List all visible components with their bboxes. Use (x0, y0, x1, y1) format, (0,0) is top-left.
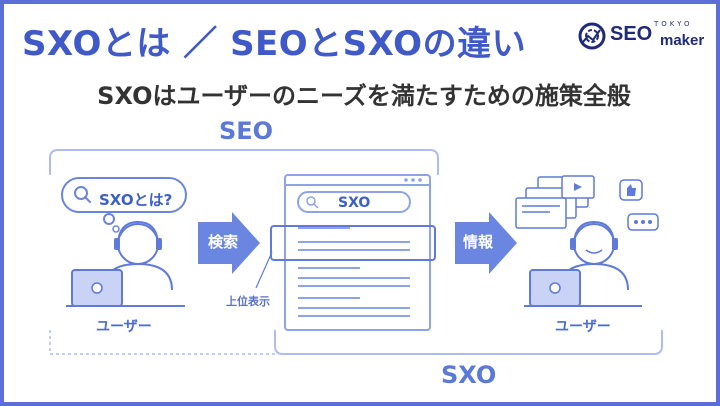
user-left-figure (66, 220, 185, 307)
sxo-label: SXO (441, 361, 497, 389)
dotted-connector (49, 330, 275, 355)
logo-main-text: SEO (610, 23, 653, 45)
arrow-search-label: 検索 (208, 233, 239, 251)
logo-tagline: TOKYO (654, 20, 693, 28)
seo-bracket (49, 149, 439, 175)
page-title: SXOとは ／ SEOとSXOの違い (22, 24, 527, 64)
arrow-search (198, 212, 260, 274)
search-box-text: SXO (338, 195, 371, 211)
arrow-info-label: 情報 (463, 233, 494, 251)
bubble-question-text: SXOとは? (99, 191, 173, 209)
arrow-info (455, 212, 517, 274)
logo-sub-text: maker (660, 32, 705, 49)
top-ranking-label: 上位表示 (226, 295, 270, 308)
user-left-label: ユーザー (96, 319, 152, 335)
page-subtitle: SXOはユーザーのニーズを満たすための施策全般 (97, 82, 631, 110)
search-results-page (255, 174, 436, 331)
thought-bubble (61, 177, 187, 233)
sxo-bracket (274, 330, 663, 355)
seomaker-logo: TOKYO SEO maker (578, 20, 708, 56)
user-right-figure (515, 175, 659, 307)
user-right-label: ユーザー (555, 319, 611, 335)
seo-label: SEO (219, 117, 274, 145)
logo-mark-icon (578, 22, 606, 50)
